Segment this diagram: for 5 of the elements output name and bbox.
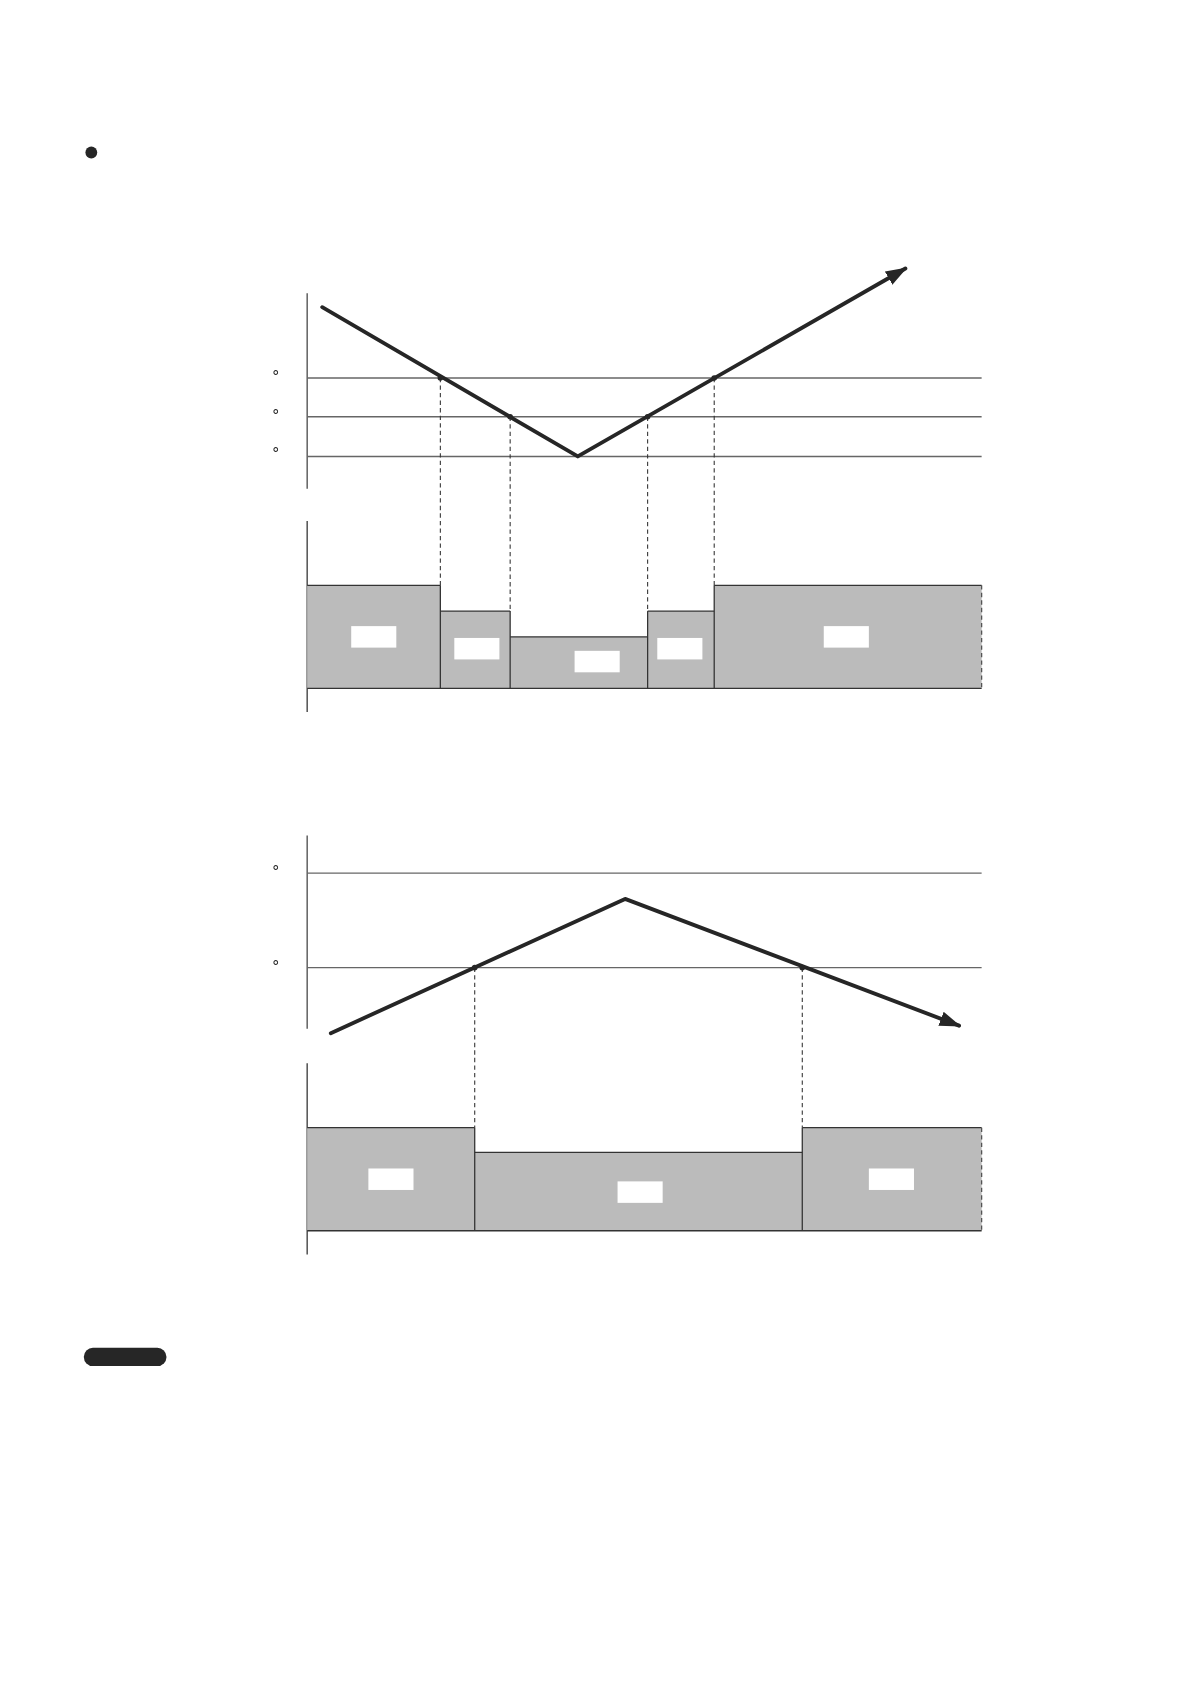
degree-symbol: ° — [272, 864, 280, 880]
degree-symbol: ° — [272, 960, 280, 976]
degree-symbol: ° — [272, 447, 280, 463]
degree-symbol: ° — [272, 409, 280, 425]
degree-symbol: ° — [272, 369, 280, 385]
